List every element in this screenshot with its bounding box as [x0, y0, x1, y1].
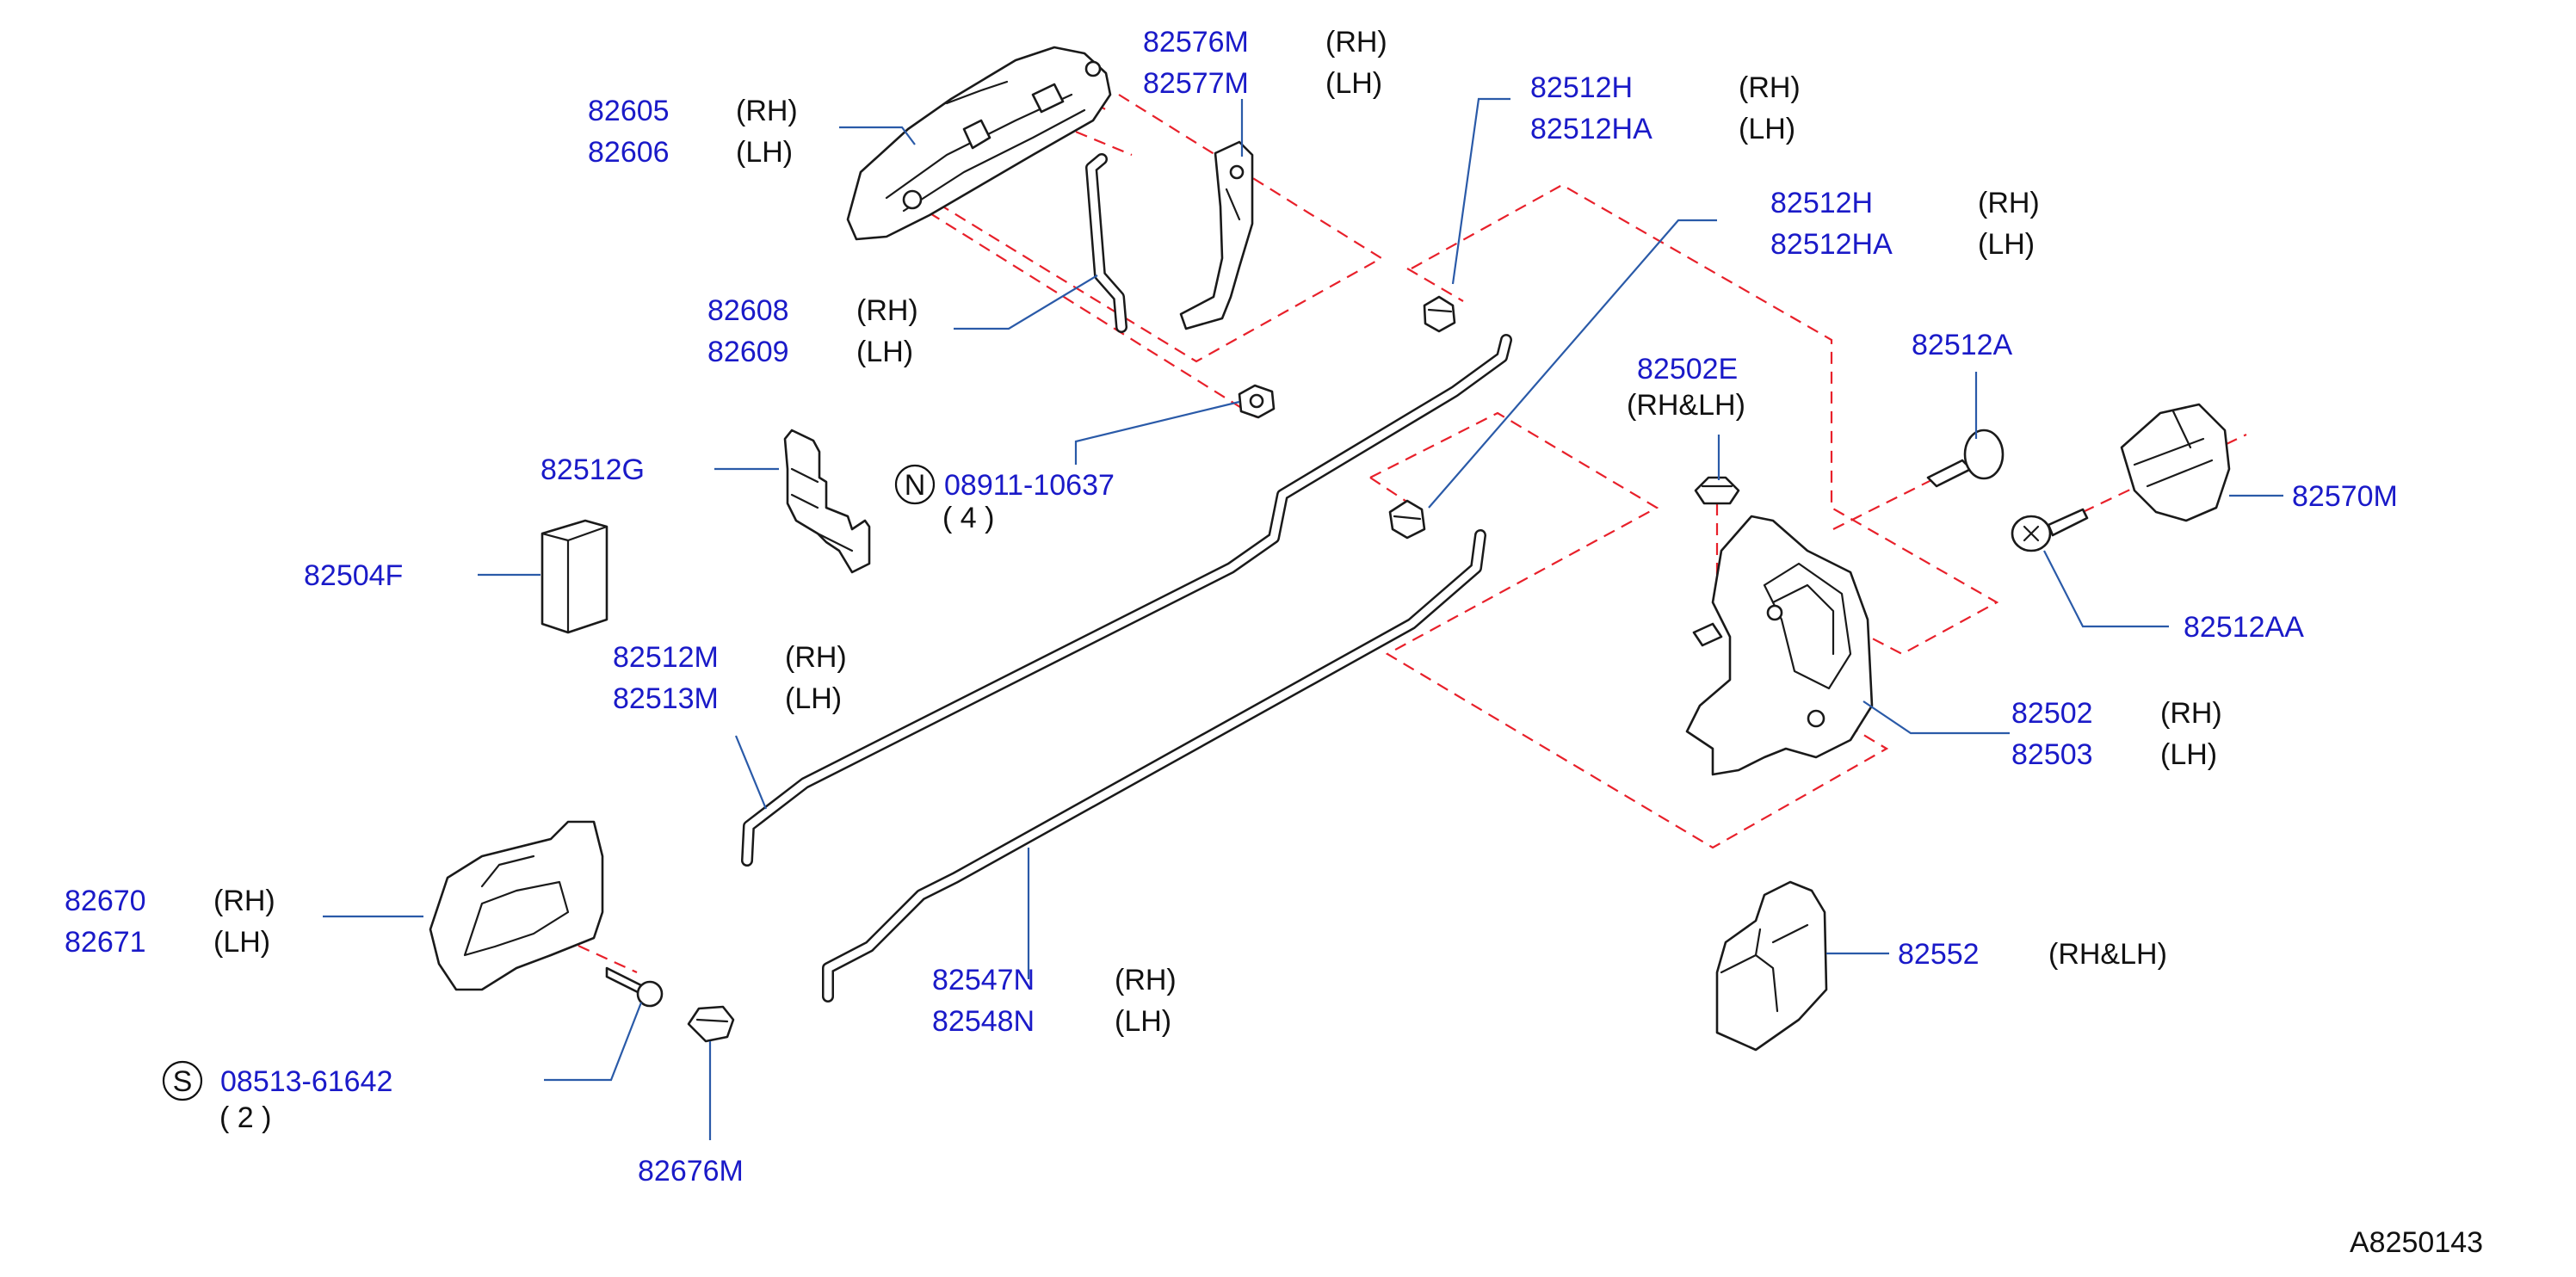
part-82512G-label: 82512G: [541, 453, 645, 486]
grommet-drawing: [1694, 476, 1740, 505]
part-82502E-label: 82502E: [1637, 353, 1738, 386]
part-82608-side: (RH): [856, 294, 918, 327]
part-82547N-side: (RH): [1115, 964, 1177, 996]
part-82513M-side: (LH): [785, 682, 842, 715]
handle-bracket-drawing: [1179, 140, 1254, 330]
screw-symbol: S: [162, 1060, 203, 1101]
part-82609-side: (LH): [856, 336, 913, 368]
part-82609-label: 82609: [707, 336, 789, 368]
screw-08513-drawing: [605, 966, 664, 1008]
screw-82512AA-drawing: [2011, 508, 2089, 552]
part-82548N-side: (LH): [1115, 1005, 1171, 1038]
part-82547N-label: 82547N: [932, 964, 1035, 996]
part-82503-side: (LH): [2160, 738, 2217, 771]
rod-holder-upper-drawing: [1423, 295, 1456, 333]
part-82577M-side: (LH): [1325, 67, 1382, 100]
leader-lines: [323, 97, 2283, 1140]
inside-handle-drawing: [429, 820, 604, 991]
part-82576M-side: (RH): [1325, 26, 1387, 59]
part-82577M-label: 82577M: [1143, 67, 1249, 100]
part-82671-label: 82671: [65, 926, 146, 959]
clip-82676M-drawing: [687, 1005, 735, 1043]
part-82605-side: (RH): [736, 95, 798, 127]
part-82606-side: (LH): [736, 136, 793, 169]
screw-symbol-letter: S: [173, 1065, 193, 1098]
outside-handle-drawing: [846, 46, 1112, 241]
actuator-82552-drawing: [1715, 880, 1828, 1052]
pad-82504F-drawing: [541, 519, 608, 634]
part-82576M-label: 82576M: [1143, 26, 1249, 59]
part-82502-label: 82502: [2011, 697, 2093, 730]
lower-rod-drawing: [822, 529, 1486, 1002]
part-82676M-label: 82676M: [638, 1155, 744, 1188]
part-82548N-label: 82548N: [932, 1005, 1035, 1038]
nut-symbol-letter: N: [905, 469, 926, 502]
part-82512H-lower-label: 82512H: [1770, 187, 1873, 219]
diagram-id: A8250143: [2350, 1226, 2483, 1259]
part-82670-label: 82670: [65, 885, 146, 917]
part-82552-label: 82552: [1898, 938, 1980, 971]
part-82512HA-upper-label: 82512HA: [1530, 113, 1652, 145]
striker-82570M-drawing: [2120, 403, 2231, 522]
part-82570M-label: 82570M: [2292, 480, 2398, 513]
part-82512HA-upper-side: (LH): [1739, 113, 1795, 145]
part-82513M-label: 82513M: [613, 682, 719, 715]
part-82670-side: (RH): [213, 885, 275, 917]
bolt-82512A-drawing: [1926, 429, 2005, 488]
part-82512HA-lower-side: (LH): [1978, 228, 2035, 261]
part-82512AA-label: 82512AA: [2184, 611, 2304, 644]
part-82671-side: (LH): [213, 926, 270, 959]
nut-symbol: N: [894, 464, 936, 505]
part-82512H-upper-side: (RH): [1739, 71, 1801, 104]
part-08911-10637-label: 08911-10637: [944, 469, 1115, 502]
rod-clip-82512G-drawing: [783, 429, 871, 574]
rod-holder-lower-drawing: [1388, 499, 1426, 540]
part-82502-side: (RH): [2160, 697, 2222, 730]
labels: 82576M (RH) 82577M (LH) 82605 (RH) 82606…: [65, 26, 2483, 1259]
part-82606-label: 82606: [588, 136, 670, 169]
part-82503-label: 82503: [2011, 738, 2093, 771]
part-82512M-side: (RH): [785, 641, 847, 674]
nut-quantity: ( 4 ): [942, 502, 994, 534]
part-82504F-label: 82504F: [304, 559, 403, 592]
part-82512M-label: 82512M: [613, 641, 719, 674]
part-82512HA-lower-label: 82512HA: [1770, 228, 1893, 261]
handle-rod-drawing: [1085, 153, 1127, 333]
part-82608-label: 82608: [707, 294, 789, 327]
part-82605-label: 82605: [588, 95, 670, 127]
upper-rod-drawing: [741, 334, 1512, 867]
door-lock-drawing: [1685, 515, 1874, 776]
part-82512H-upper-label: 82512H: [1530, 71, 1633, 104]
part-82512A-label: 82512A: [1912, 329, 2013, 361]
screw-quantity: ( 2 ): [219, 1101, 271, 1134]
part-82502E-side: (RH&LH): [1627, 389, 1745, 422]
part-82552-side: (RH&LH): [2048, 938, 2167, 971]
part-82512H-lower-side: (RH): [1978, 187, 2040, 219]
part-08513-61642-label: 08513-61642: [220, 1065, 392, 1098]
nut-drawing: [1238, 384, 1276, 419]
